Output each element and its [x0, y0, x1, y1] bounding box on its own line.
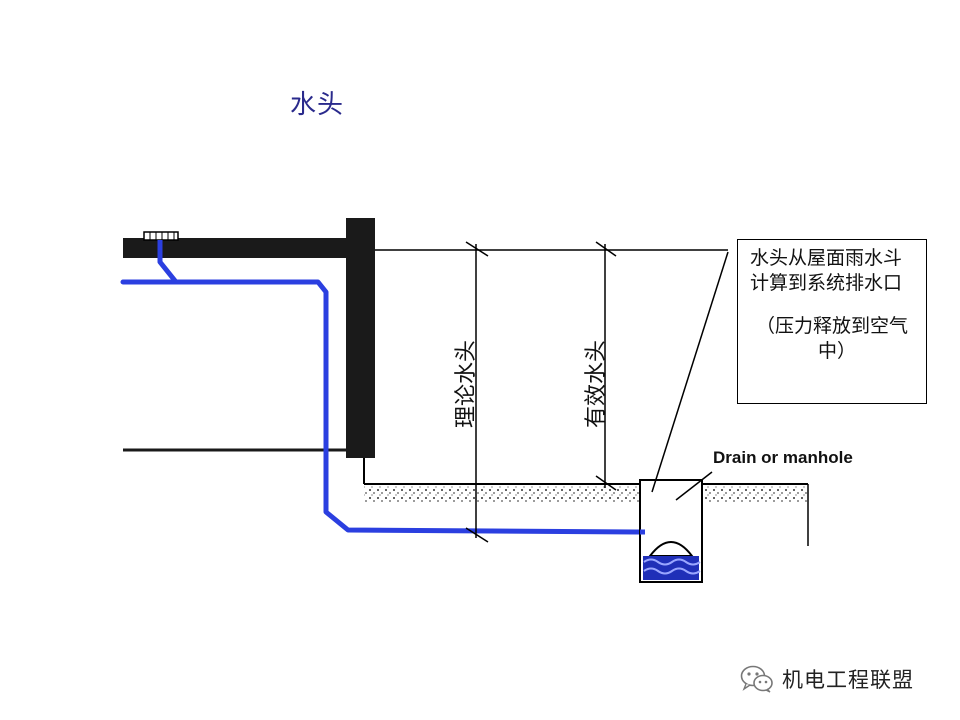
callout-line-1: 水头从屋面雨水斗: [750, 247, 903, 269]
gravel-layer-right: [702, 486, 808, 502]
gravel-layer-left: [364, 486, 640, 502]
effective-head-label: 有效水头: [584, 339, 610, 429]
wechat-icon: [740, 665, 773, 693]
effective-head-dimension: [595, 241, 617, 491]
roof-slab: [123, 238, 368, 258]
theoretical-head-dimension: [465, 241, 489, 543]
callout-line-2: 计算到系统排水口: [750, 272, 903, 294]
page-title: 水头: [290, 90, 345, 120]
theoretical-head-label: 理论水头: [454, 339, 480, 429]
callout-leader-line: [651, 251, 729, 493]
drain-label-leader-line: [675, 471, 713, 501]
roof-drain-grate: [143, 231, 179, 241]
drain-pipe: [120, 240, 641, 535]
explanation-callout: 水头从屋面雨水斗 计算到系统排水口 （压力释放到空气 中）: [737, 239, 927, 404]
callout-line-3: （压力释放到空气: [756, 315, 909, 337]
watermark-text: 机电工程联盟: [782, 668, 914, 692]
manhole: [639, 479, 703, 583]
watermark: 机电工程联盟: [740, 664, 914, 694]
callout-line-4: 中）: [818, 340, 857, 362]
building-wall: [346, 218, 375, 458]
drain-label: Drain or manhole: [713, 448, 853, 467]
